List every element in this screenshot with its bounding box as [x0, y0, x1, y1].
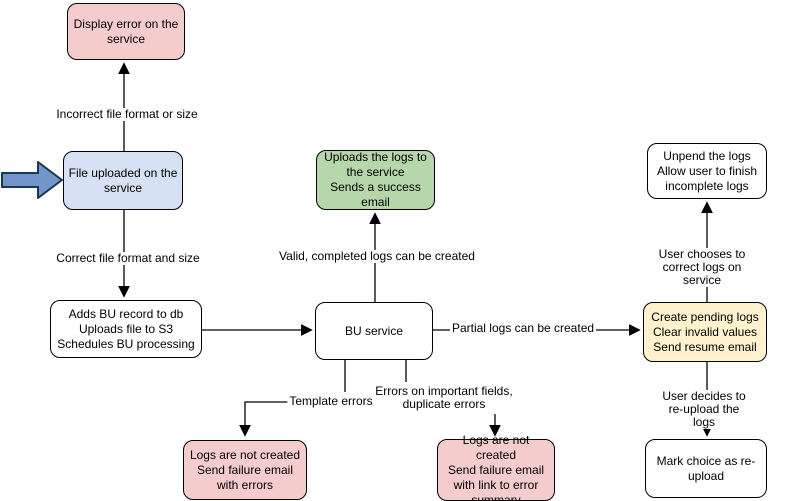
- node-display-error: Display error on the service: [67, 3, 185, 60]
- edge-template-to-failure: [239, 401, 296, 437]
- edge-label-important-errors: Errors on important fields, duplicate er…: [373, 384, 515, 411]
- node-failure-summary: Logs are not created Send failure email …: [437, 433, 555, 501]
- node-failure-errors: Logs are not created Send failure email …: [183, 440, 307, 500]
- edge-label-user-reuploads: User decides to re-upload the logs: [655, 390, 753, 429]
- edge-label-template-errors: Template errors: [287, 394, 375, 408]
- edge-label-correct-format: Correct file format and size: [54, 251, 202, 265]
- node-adds-bu-record: Adds BU record to db Uploads file to S3 …: [50, 300, 202, 358]
- node-unpend-logs: Unpend the logs Allow user to finish inc…: [647, 143, 767, 199]
- node-success-email: Uploads the logs to the service Sends a …: [316, 150, 435, 210]
- node-file-uploaded: File uploaded on the service: [63, 151, 183, 210]
- edge-label-user-corrects: User chooses to correct logs on service: [652, 248, 752, 287]
- node-mark-reupload: Mark choice as re- upload: [645, 439, 767, 498]
- block-arrow-right-icon: [1, 161, 63, 199]
- edge-label-incorrect-format: Incorrect file format or size: [54, 107, 200, 121]
- node-create-pending: Create pending logs Clear invalid values…: [643, 302, 767, 362]
- node-bu-service: BU service: [315, 302, 433, 360]
- edge-label-partial-logs: Partial logs can be created: [449, 321, 597, 335]
- edge-label-valid-logs: Valid, completed logs can be created: [277, 249, 477, 263]
